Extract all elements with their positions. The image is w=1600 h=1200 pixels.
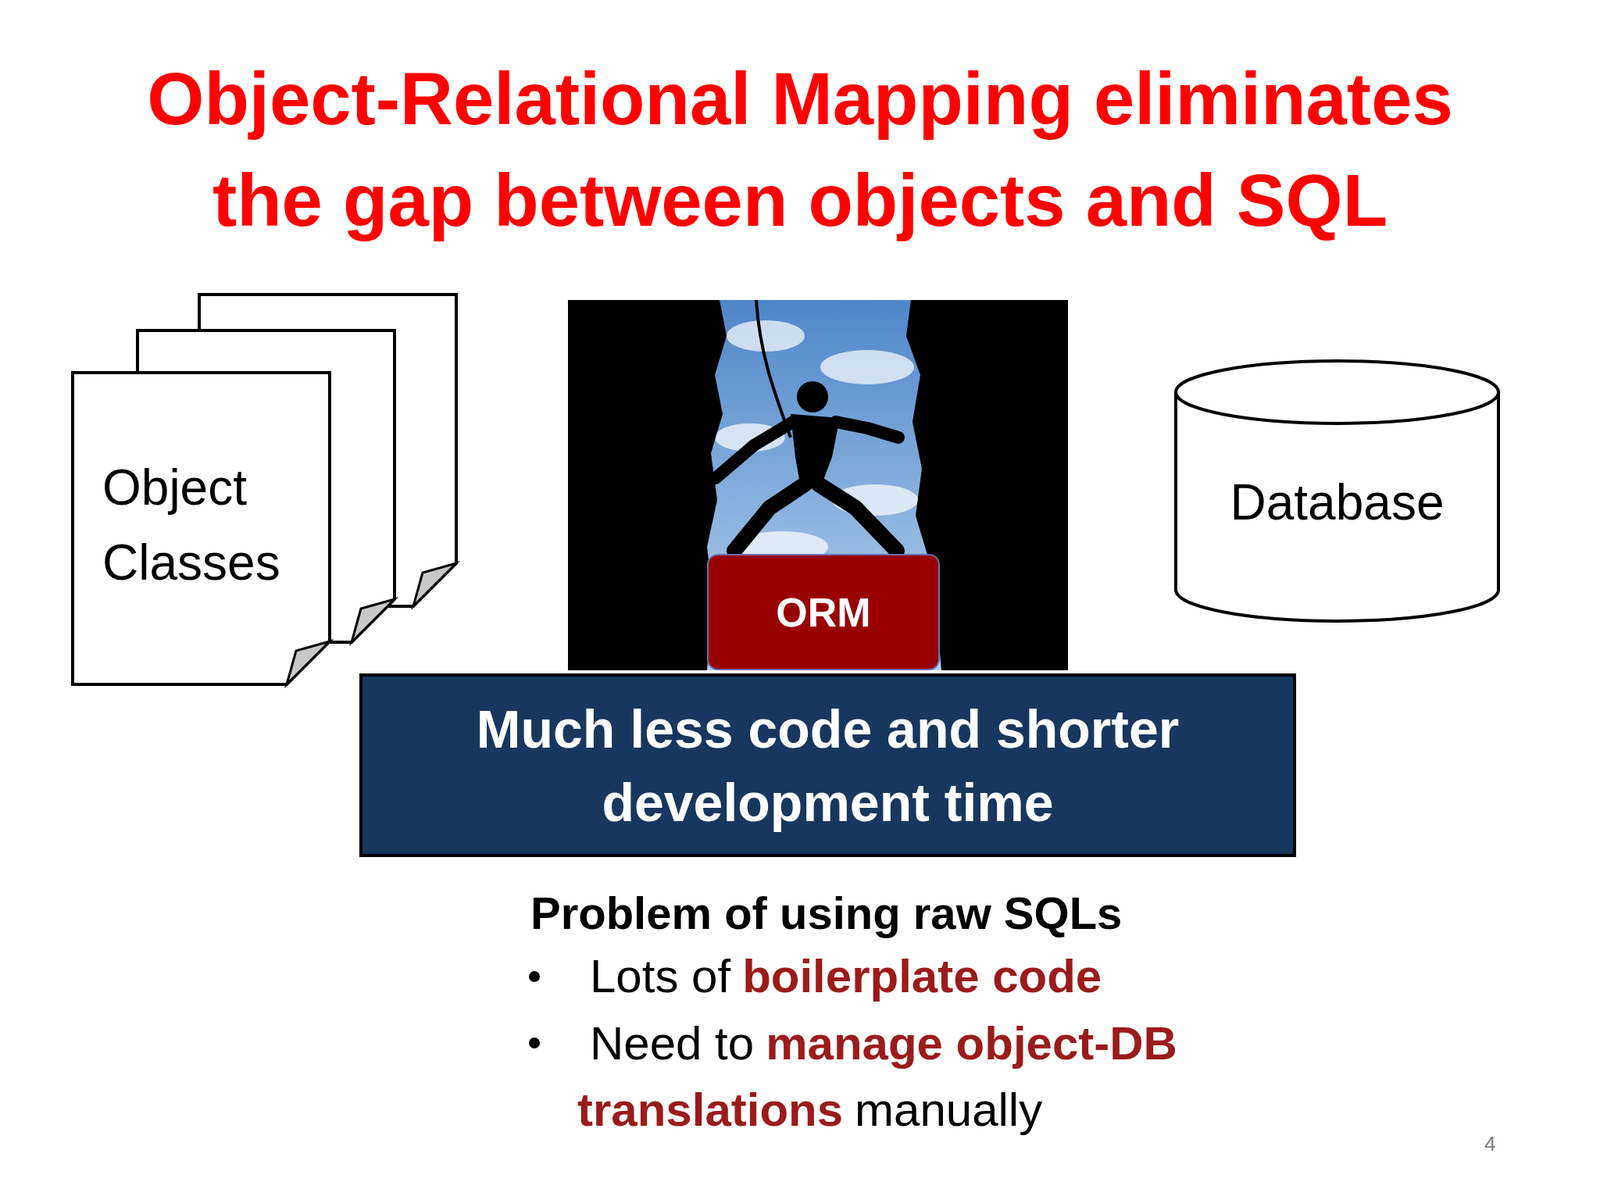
node-text: Object Classes [102,450,322,600]
label-group: Need tomanage object-DB translationsmanu… [577,1010,1281,1143]
node-text: Database [1173,471,1501,534]
label-group: Problem of using raw SQLs [530,885,1122,941]
bullet-text: Lots of [589,950,731,1003]
bullet-dot [528,971,540,983]
label-group: 4 [1484,1131,1496,1157]
node-text: Much less code and shorter development t… [417,692,1239,840]
label-group: Lots ofboilerplate code [589,949,1102,1004]
document-stack: Object Classes [72,294,457,685]
title-area: Object-Relational Mapping eliminates the… [112,48,1488,252]
benefit-banner: Much less code and shorter development t… [359,673,1297,858]
bullet-emphasis: boilerplate code [742,950,1102,1003]
bullet-text: Need to [589,1017,754,1070]
slide-title: Object-Relational Mapping eliminates the… [112,48,1488,252]
page-number: 4 [1484,1132,1496,1156]
climber-illustration [567,300,1068,671]
node-text: ORM [775,587,871,638]
section-heading: Problem of using raw SQLs [530,887,1122,939]
database-cylinder: Database [1173,359,1501,623]
orm-box: ORM [707,553,940,671]
bullet-text: manually [854,1083,1043,1136]
bullet-dot [528,1037,540,1049]
